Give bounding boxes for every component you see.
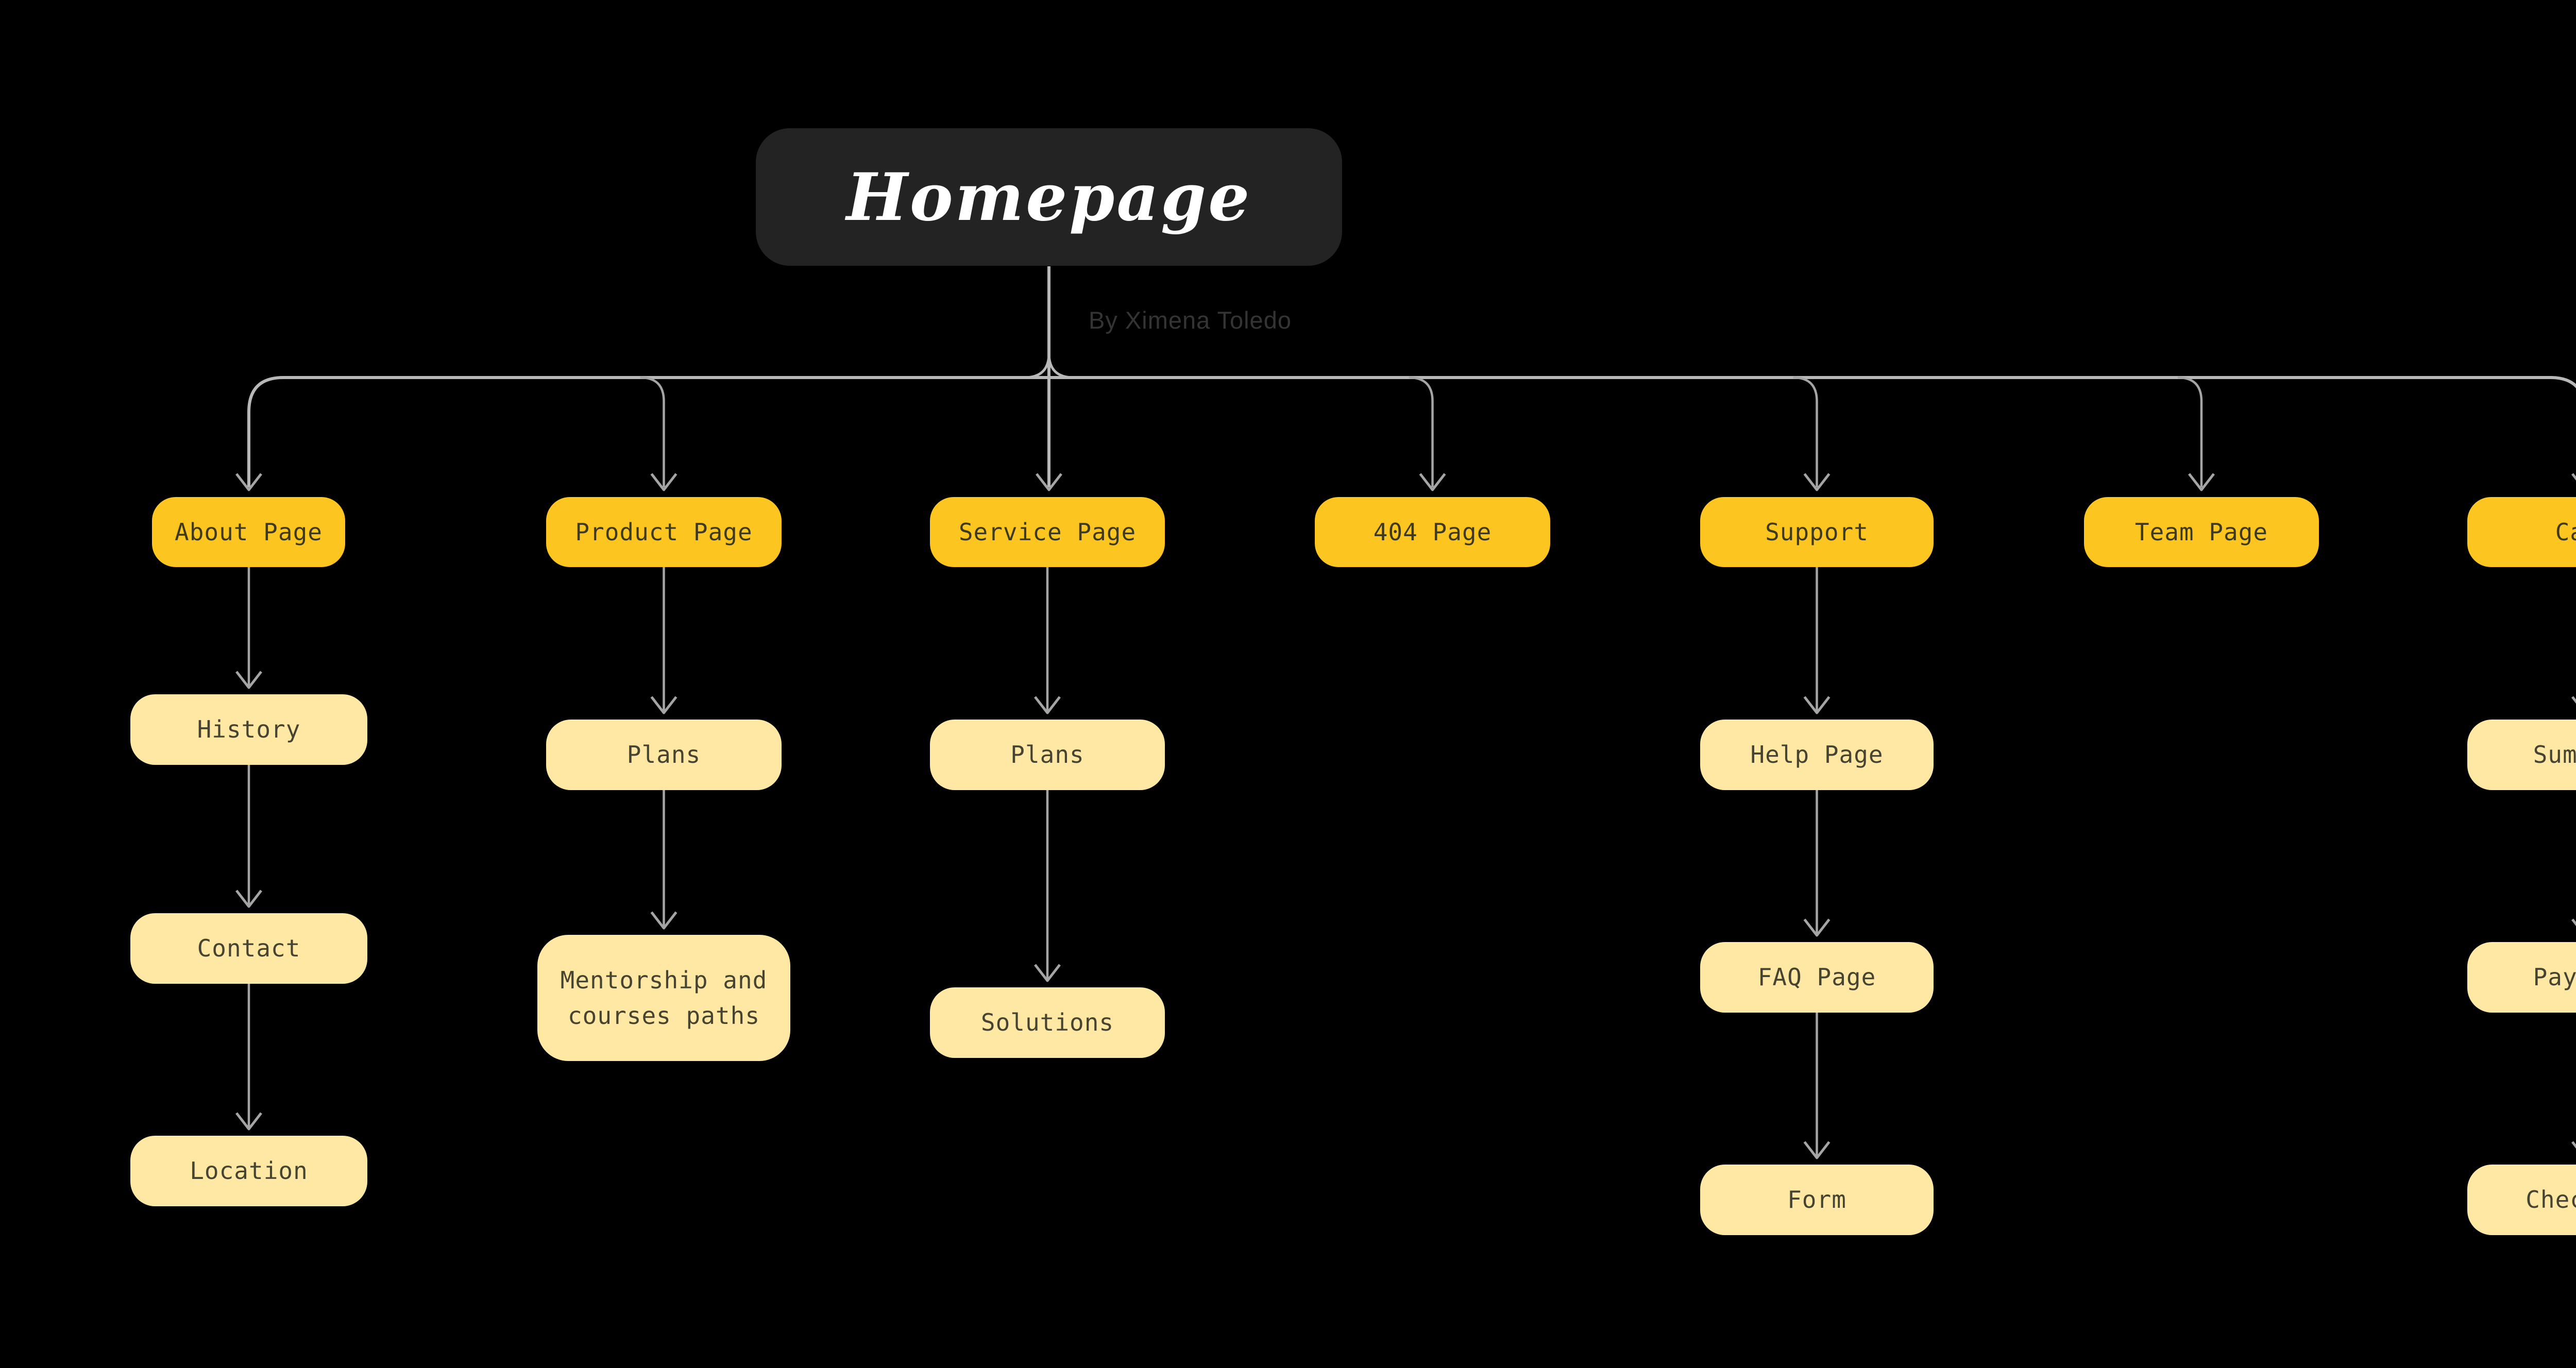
- node-homepage[interactable]: Homepage: [756, 128, 1342, 266]
- node-about-page[interactable]: About Page: [152, 497, 345, 567]
- node-history[interactable]: History: [130, 694, 367, 765]
- node-support[interactable]: Support: [1700, 497, 1934, 567]
- node-help-page[interactable]: Help Page: [1700, 720, 1934, 790]
- node-summary[interactable]: Summary: [2467, 720, 2576, 790]
- author-credit: By Ximena Toledo: [1089, 306, 1292, 334]
- node-mentorship-courses-paths[interactable]: Mentorship and courses paths: [537, 935, 790, 1061]
- node-checkout[interactable]: Checkout: [2467, 1165, 2576, 1235]
- node-404-page[interactable]: 404 Page: [1315, 497, 1550, 567]
- node-faq-page[interactable]: FAQ Page: [1700, 942, 1934, 1013]
- node-payment[interactable]: Payment: [2467, 942, 2576, 1013]
- node-form[interactable]: Form: [1700, 1165, 1934, 1235]
- node-plans-product[interactable]: Plans: [546, 720, 782, 790]
- node-location[interactable]: Location: [130, 1136, 367, 1206]
- node-product-page[interactable]: Product Page: [546, 497, 782, 567]
- node-solutions[interactable]: Solutions: [930, 987, 1165, 1058]
- node-team-page[interactable]: Team Page: [2084, 497, 2319, 567]
- node-service-page[interactable]: Service Page: [930, 497, 1165, 567]
- node-cart[interactable]: Cart: [2467, 497, 2576, 567]
- node-plans-service[interactable]: Plans: [930, 720, 1165, 790]
- node-contact[interactable]: Contact: [130, 913, 367, 984]
